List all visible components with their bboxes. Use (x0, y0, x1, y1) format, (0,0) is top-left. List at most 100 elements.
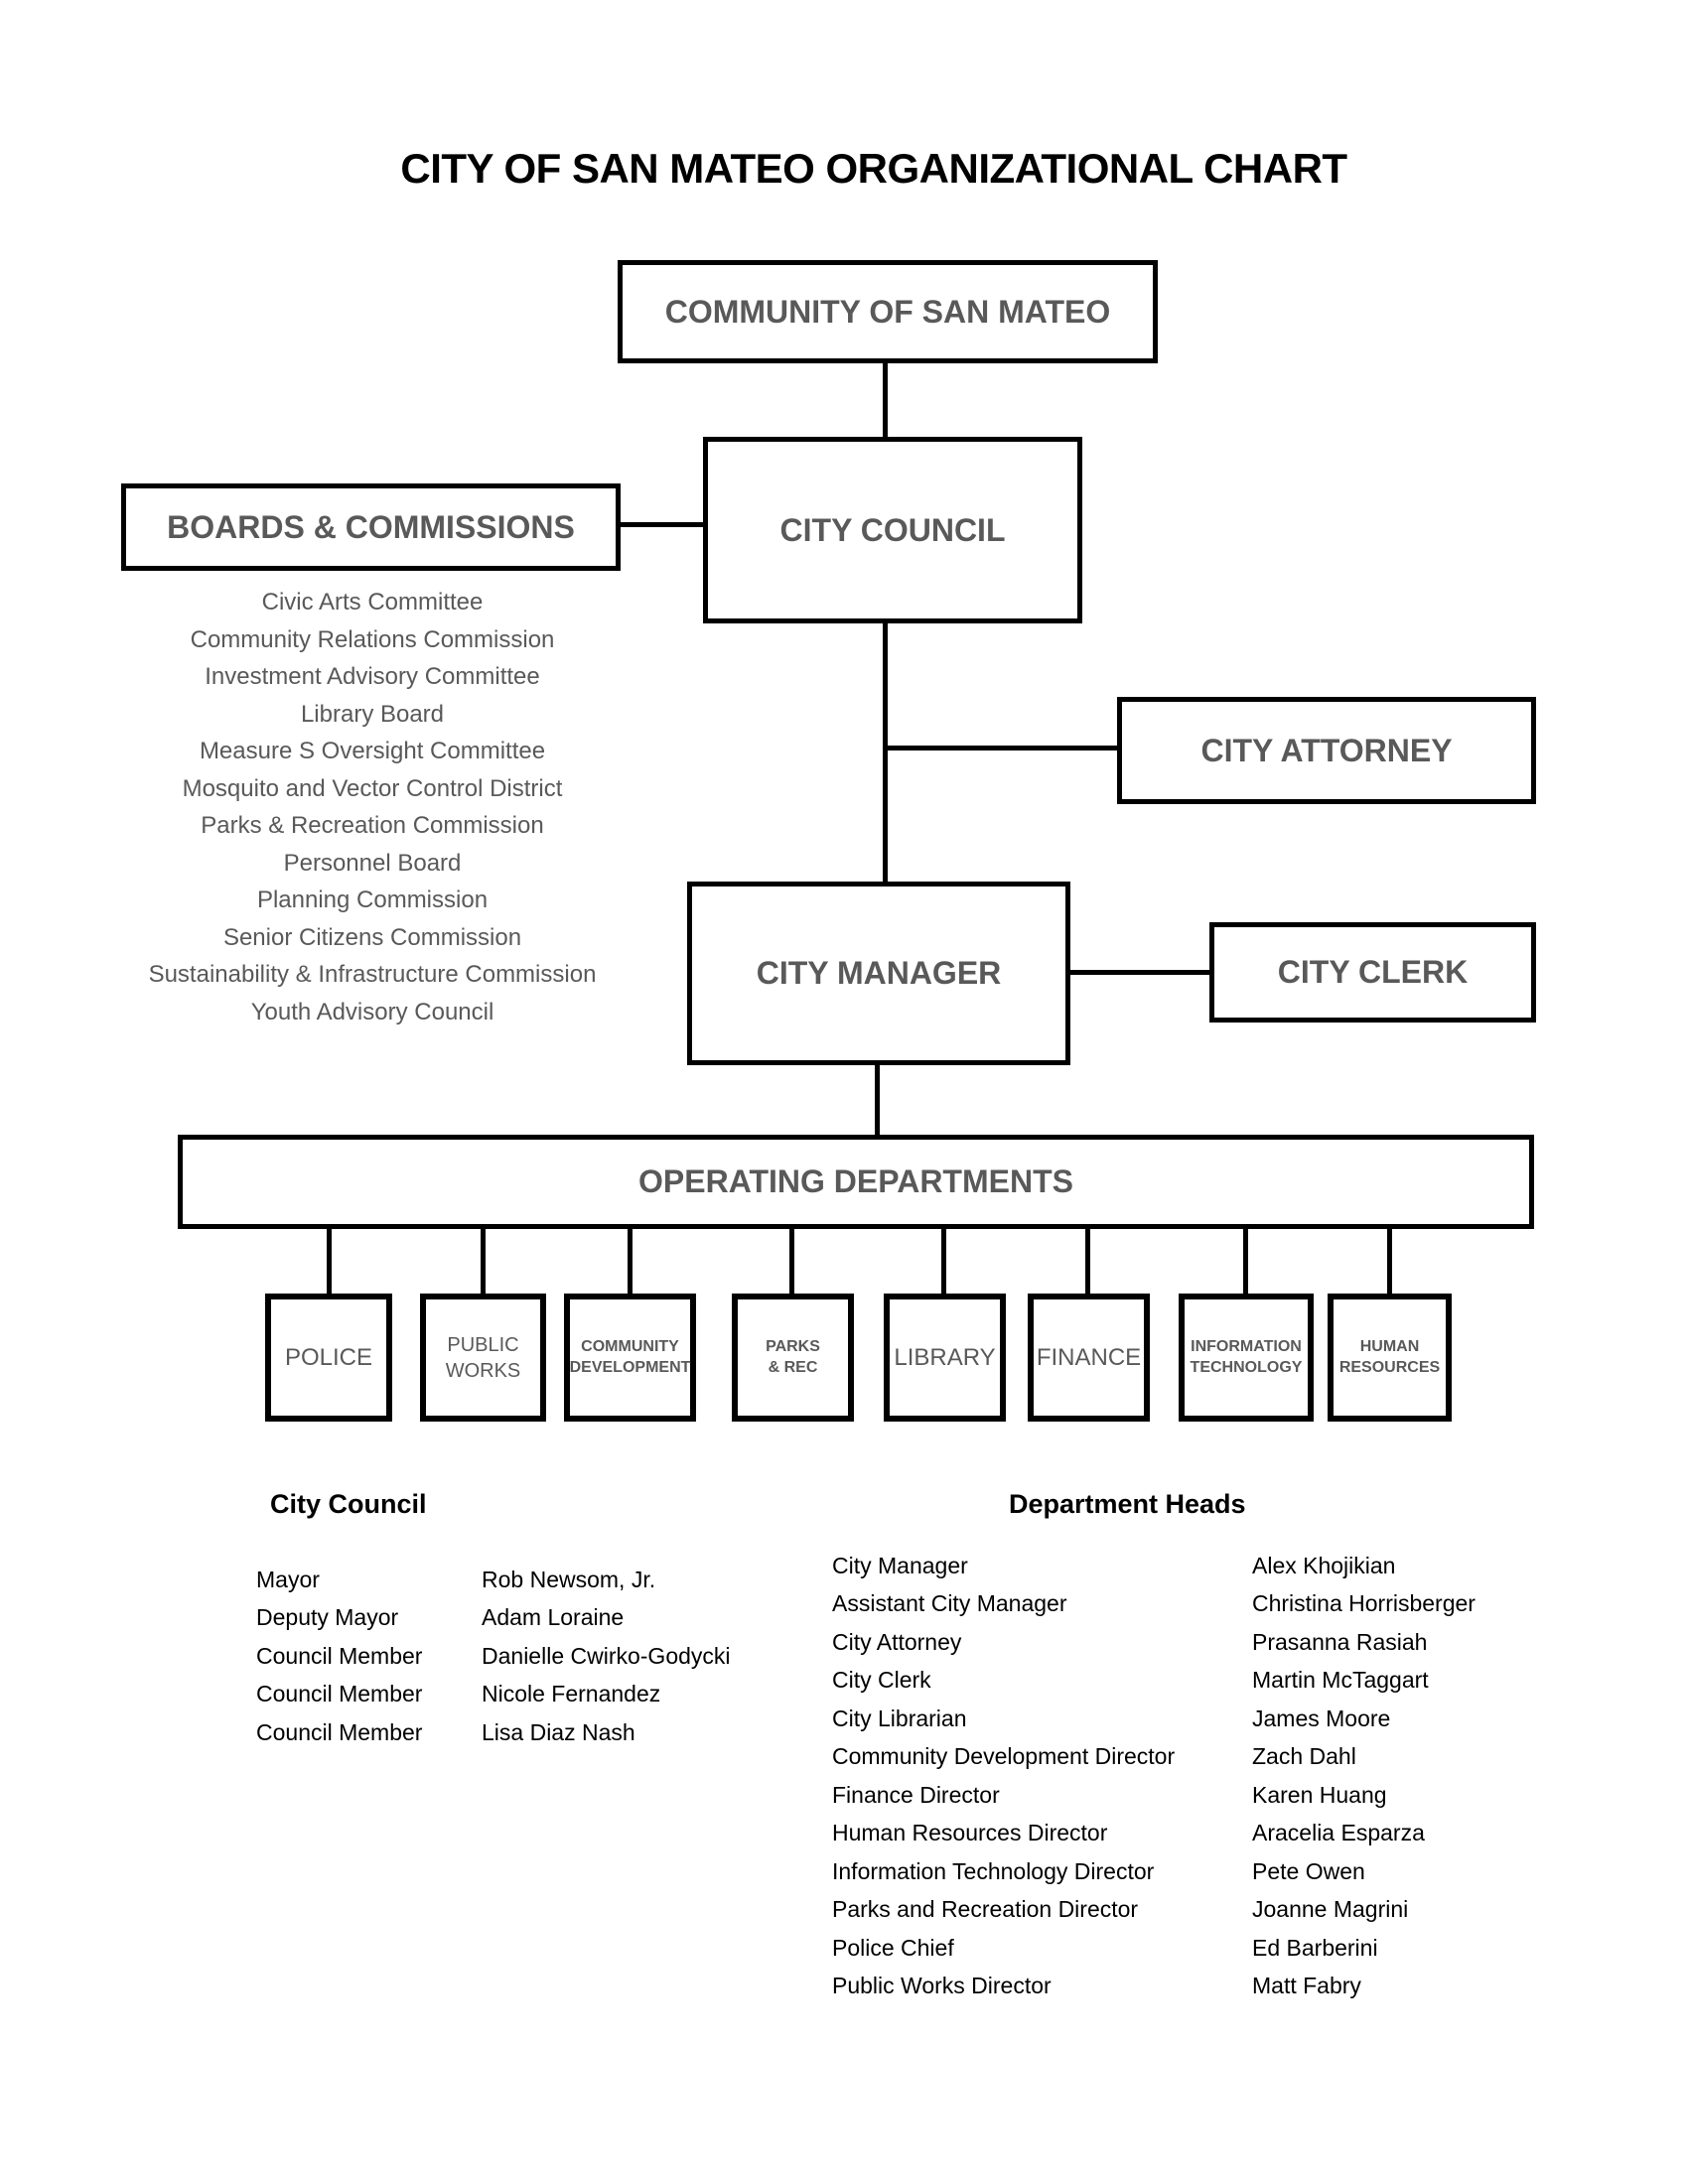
role-title: Parks and Recreation Director (832, 1896, 1139, 1923)
roster-row: Deputy Mayor Adam Loraine (256, 1599, 731, 1638)
list-item: Measure S Oversight Committee (199, 738, 546, 764)
role-title: City Attorney (832, 1628, 962, 1655)
list-item: Youth Advisory Council (250, 998, 494, 1025)
department-heads-roster: City Manager Alex Khojikian Assistant Ci… (832, 1547, 1476, 2005)
role-title: Finance Director (832, 1781, 1000, 1808)
node-label: OPERATING DEPARTMENTS (638, 1163, 1073, 1199)
role-title: Deputy Mayor (256, 1604, 399, 1631)
node-label: WORKS (445, 1359, 521, 1382)
person-name: Christina Horrisberger (1252, 1590, 1476, 1617)
role-title: Public Works Director (832, 1973, 1052, 1999)
connector-manager-clerk (1070, 970, 1209, 975)
person-name: Zach Dahl (1252, 1743, 1356, 1770)
role-title: Information Technology Director (832, 1857, 1155, 1884)
list-item: Mosquito and Vector Control District (182, 774, 563, 802)
node-city-clerk: CITY CLERK (1209, 922, 1536, 1023)
connector-community-council (883, 363, 888, 437)
roster-row: Public Works Director Matt Fabry (832, 1968, 1476, 2006)
roster-row: Information Technology Director Pete Owe… (832, 1852, 1476, 1891)
roster-row: Finance Director Karen Huang (832, 1776, 1476, 1815)
person-name: Matt Fabry (1252, 1973, 1361, 1999)
list-item: Civic Arts Committee (261, 589, 484, 615)
node-label: PUBLIC (447, 1333, 519, 1356)
roster-row: City Attorney Prasanna Rasiah (832, 1623, 1476, 1662)
connector-operating-human-resources (1387, 1229, 1392, 1294)
list-item: Personnel Board (283, 849, 462, 877)
node-dept-public-works: PUBLIC WORKS (420, 1294, 546, 1422)
person-name: Alex Khojikian (1252, 1552, 1396, 1578)
list-item: Library Board (300, 700, 445, 728)
role-title: City Librarian (832, 1705, 967, 1731)
roster-row: Council Member Lisa Diaz Nash (256, 1713, 731, 1752)
roster-row: Human Resources Director Aracelia Esparz… (832, 1815, 1476, 1853)
role-title: Community Development Director (832, 1743, 1176, 1770)
person-name: Prasanna Rasiah (1252, 1628, 1428, 1655)
node-dept-police: POLICE (265, 1294, 392, 1422)
list-item: Parks & Recreation Commission (201, 812, 544, 839)
connector-operating-information-technology (1243, 1229, 1248, 1294)
node-label: BOARDS & COMMISSIONS (167, 508, 575, 545)
node-city-attorney: CITY ATTORNEY (1117, 697, 1536, 804)
role-title: Council Member (256, 1681, 423, 1707)
person-name: Pete Owen (1252, 1857, 1365, 1884)
node-dept-community-development: COMMUNITY DEVELOPMENT (564, 1294, 696, 1422)
node-label: POLICE (284, 1343, 373, 1371)
node-label: PARKS (766, 1337, 820, 1355)
node-dept-human-resources: HUMAN RESOURCES (1328, 1294, 1452, 1422)
list-item: Senior Citizens Commission (222, 923, 522, 951)
roster-row: Parks and Recreation Director Joanne Mag… (832, 1891, 1476, 1930)
connector-operating-public-works (481, 1229, 486, 1294)
node-boards-and-commissions: BOARDS & COMMISSIONS (121, 483, 621, 571)
roster-row: Assistant City Manager Christina Horrisb… (832, 1585, 1476, 1624)
connector-operating-finance (1085, 1229, 1090, 1294)
node-community-of-san-mateo: COMMUNITY OF SAN MATEO (618, 260, 1158, 363)
node-label: CITY ATTORNEY (1200, 732, 1453, 768)
boards-commissions-list: Civic Arts Committee Community Relations… (135, 584, 610, 1030)
person-name: Martin McTaggart (1252, 1667, 1429, 1694)
node-label: COMMUNITY (581, 1337, 679, 1355)
connector-boards-council (621, 522, 703, 527)
node-label: CITY COUNCIL (779, 511, 1006, 548)
person-name: Joanne Magrini (1252, 1896, 1409, 1923)
node-city-council: CITY COUNCIL (703, 437, 1082, 623)
connector-operating-parks-rec (789, 1229, 794, 1294)
roster-row: Council Member Nicole Fernandez (256, 1676, 731, 1714)
roster-row: City Librarian James Moore (832, 1700, 1476, 1738)
person-name: Lisa Diaz Nash (482, 1718, 635, 1745)
node-label: CITY CLERK (1277, 954, 1469, 990)
roster-row: Community Development Director Zach Dahl (832, 1738, 1476, 1777)
person-name: Adam Loraine (482, 1604, 625, 1631)
role-title: Human Resources Director (832, 1820, 1108, 1846)
person-name: Nicole Fernandez (482, 1681, 661, 1707)
roster-row: City Clerk Martin McTaggart (832, 1662, 1476, 1701)
node-city-manager: CITY MANAGER (687, 882, 1070, 1065)
node-label: DEVELOPMENT (569, 1358, 691, 1376)
role-title: Assistant City Manager (832, 1590, 1067, 1617)
person-name: Danielle Cwirko-Godycki (482, 1642, 731, 1669)
list-item: Investment Advisory Committee (205, 663, 540, 690)
page-title: CITY OF SAN MATEO ORGANIZATIONAL CHART (400, 145, 1347, 192)
roster-row: Police Chief Ed Barberini (832, 1929, 1476, 1968)
department-heads-heading: Department Heads (1009, 1489, 1246, 1519)
city-council-roster: Mayor Rob Newsom, Jr. Deputy Mayor Adam … (256, 1561, 731, 1752)
node-label: LIBRARY (894, 1343, 996, 1371)
list-item: Community Relations Commission (190, 625, 555, 653)
role-title: Council Member (256, 1642, 423, 1669)
node-dept-finance: FINANCE (1028, 1294, 1150, 1422)
node-label: RESOURCES (1338, 1358, 1441, 1376)
person-name: Ed Barberini (1252, 1934, 1378, 1961)
person-name: Karen Huang (1252, 1781, 1387, 1808)
node-label: HUMAN (1359, 1337, 1420, 1355)
connector-manager-operating (875, 1065, 880, 1135)
connector-operating-community-development (628, 1229, 633, 1294)
person-name: Rob Newsom, Jr. (482, 1566, 656, 1592)
node-operating-departments: OPERATING DEPARTMENTS (178, 1135, 1534, 1229)
node-dept-parks-rec: PARKS& REC (732, 1294, 854, 1422)
roster-row: Mayor Rob Newsom, Jr. (256, 1561, 731, 1599)
connector-operating-police (327, 1229, 332, 1294)
city-council-heading: City Council (270, 1489, 427, 1519)
role-title: Mayor (256, 1566, 320, 1592)
connector-council-manager (883, 623, 888, 882)
